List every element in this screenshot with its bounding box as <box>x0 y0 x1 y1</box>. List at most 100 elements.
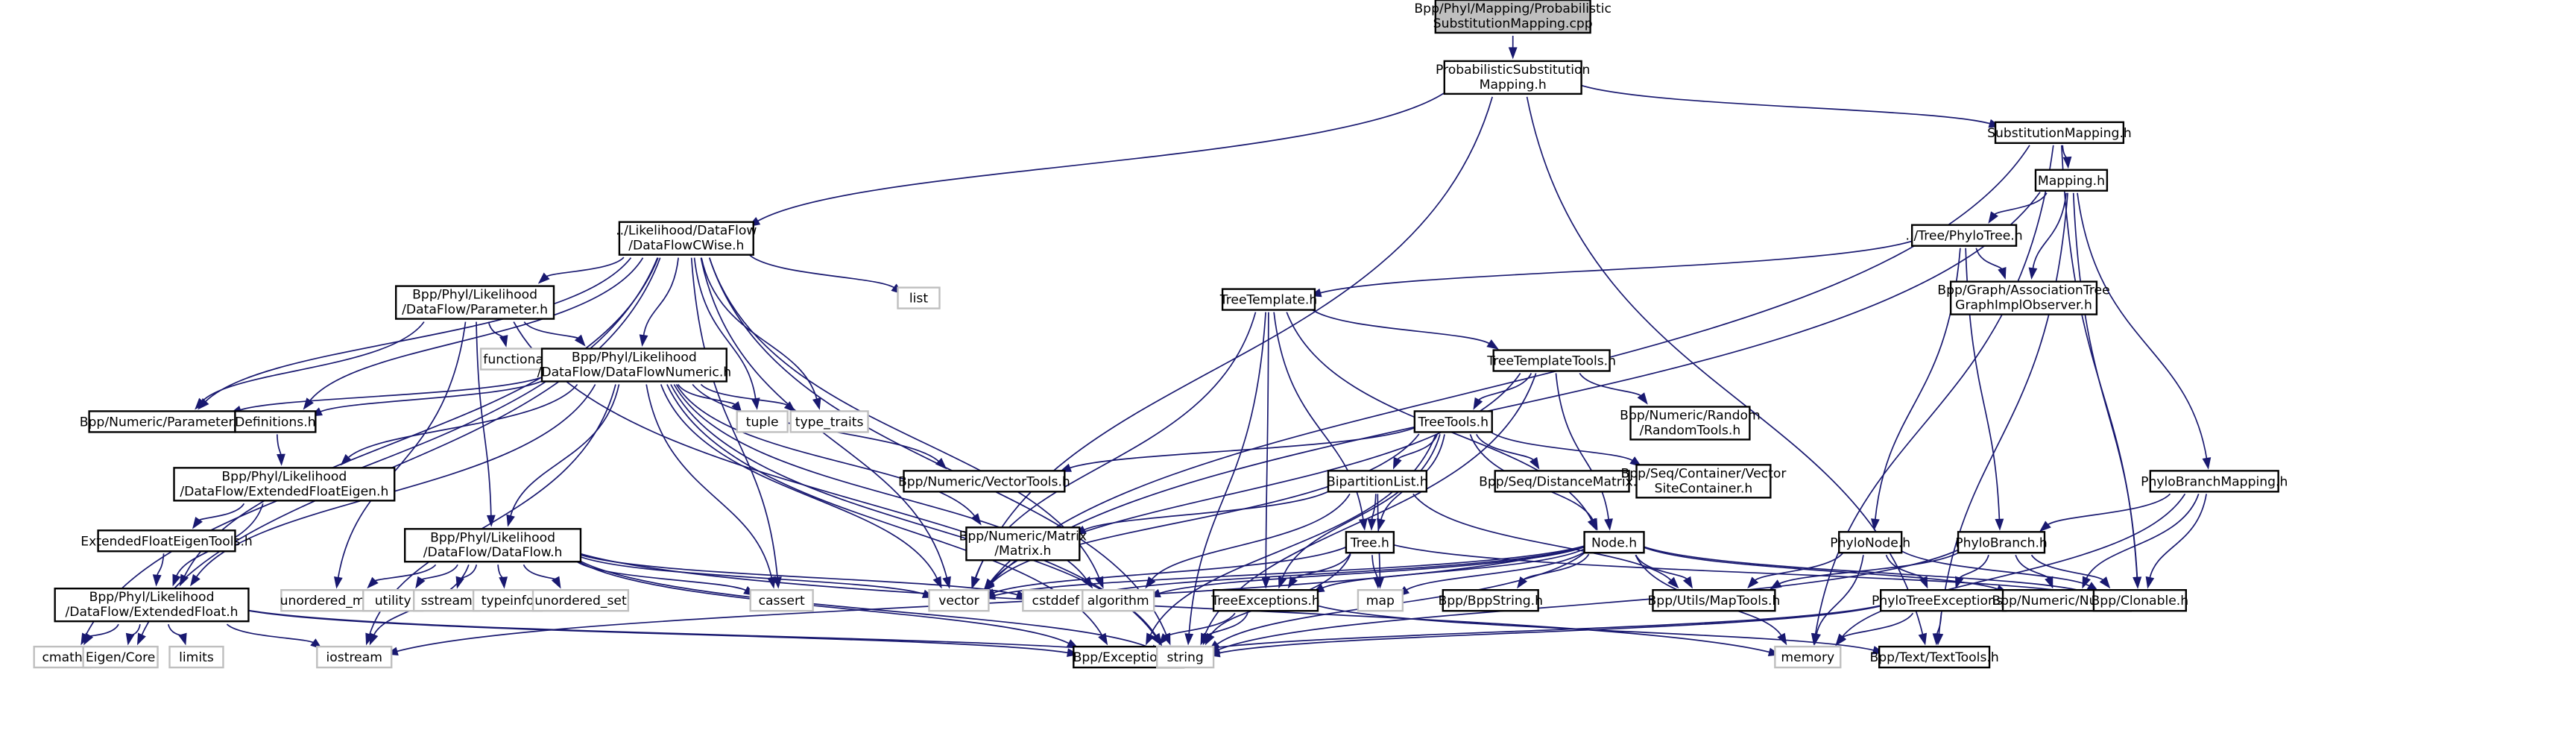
node-randomtools[interactable]: Bpp/Numeric/Random/RandomTools.h <box>1620 406 1761 441</box>
edge-dfcwise-to-vector <box>700 257 951 589</box>
node-label: vector <box>938 594 979 609</box>
node-label: TreeTemplate.h <box>1219 293 1317 308</box>
arrowhead <box>2039 521 2051 532</box>
node-algorithm: algorithm <box>1082 589 1155 612</box>
node-matrix[interactable]: Bpp/Numeric/Matrix/Matrix.h <box>959 526 1087 562</box>
node-label: string <box>1167 650 1203 665</box>
edge-bipartition-to-matrix <box>1074 488 1333 535</box>
arrowhead <box>499 576 508 589</box>
node-vectortools[interactable]: Bpp/Numeric/VectorTools.h <box>898 470 1070 493</box>
arrowhead <box>455 576 464 589</box>
node-box <box>1629 406 1751 441</box>
arrowhead <box>2145 576 2155 589</box>
edge-phylonode-to-maptools <box>1747 552 1844 589</box>
node-box <box>1022 589 1090 612</box>
node-phylotreeexc[interactable]: PhyloTreeExceptions.h <box>1872 589 2015 612</box>
node-label: TreeTemplateTools.h <box>1486 354 1616 369</box>
node-label: SubstitutionMapping.cpp <box>1433 16 1593 31</box>
node-cmath: cmath <box>33 645 92 669</box>
edge-mapping-to-clonable <box>2072 192 2142 589</box>
node-label: unordered_map <box>280 594 381 609</box>
arrowhead <box>152 574 162 587</box>
node-label: cstddef <box>1032 594 1080 609</box>
edge-treetools-to-bipartition <box>1392 434 1438 470</box>
arrowhead <box>971 576 980 589</box>
node-box <box>168 645 224 669</box>
node-phylobranch[interactable]: PhyloBranch.h <box>1955 531 2048 554</box>
arrowhead <box>125 632 135 646</box>
node-label: TreeTools.h <box>1418 415 1489 430</box>
node-box <box>1492 349 1611 372</box>
node-label: ../Tree/PhyloTree.h <box>1906 229 2023 244</box>
node-box <box>1357 589 1404 612</box>
node-box <box>82 645 159 669</box>
node-ef[interactable]: Bpp/Phyl/Likelihood/DataFlow/ExtendedFlo… <box>54 588 250 623</box>
node-param[interactable]: Bpp/Phyl/Likelihood/DataFlow/Parameter.h <box>395 285 555 320</box>
arrowhead <box>1146 632 1155 646</box>
edge-treetools-to-distmatrix <box>1476 433 1540 470</box>
node-root[interactable]: Bpp/Phyl/Mapping/ProbabilisticSubstituti… <box>1414 0 1611 34</box>
node-label: /DataFlow/DataFlow.h <box>423 545 563 560</box>
arrowhead <box>812 397 821 410</box>
node-iostream: iostream <box>316 645 393 669</box>
node-label: Bpp/Phyl/Mapping/Probabilistic <box>1414 1 1611 16</box>
edge-phylotree-to-assoc <box>1975 248 2007 280</box>
node-efeigentools[interactable]: ExtendedFloatEigenTools.h <box>80 529 253 553</box>
node-box <box>1221 288 1316 311</box>
node-box <box>33 645 92 669</box>
node-label: Bpp/Seq/Container/Vector <box>1620 466 1787 481</box>
node-box <box>479 348 551 371</box>
node-box <box>234 410 317 433</box>
node-label: Bpp/Phyl/Likelihood <box>572 350 697 365</box>
node-bppstring[interactable]: Bpp/BppString.h <box>1438 589 1543 612</box>
edge-efeigen-to-efeigentools <box>192 503 245 529</box>
node-treeexc[interactable]: TreeExceptions.h <box>1210 589 1320 612</box>
node-tree[interactable]: Tree.h <box>1345 531 1395 554</box>
node-efeigen[interactable]: Bpp/Phyl/Likelihood/DataFlow/ExtendedFlo… <box>173 467 396 502</box>
edge-dfcwise-to-typetraits <box>701 257 821 410</box>
edges-layer <box>80 35 2212 659</box>
node-sstream: sstream <box>412 589 481 612</box>
arrowhead <box>486 515 496 527</box>
edge-param-to-functional <box>487 321 508 348</box>
node-maptools[interactable]: Bpp/Utils/MapTools.h <box>1648 589 1781 612</box>
node-pbm[interactable]: PhyloBranchMapping.h <box>2141 470 2288 493</box>
node-label: map <box>1366 594 1395 609</box>
node-box <box>472 589 543 612</box>
arrowhead <box>1919 576 1928 589</box>
node-bipartition[interactable]: BipartitionList.h <box>1327 470 1428 493</box>
node-dfcwise[interactable]: ../Likelihood/DataFlow/DataFlowCWise.h <box>616 221 757 256</box>
node-label: sstream <box>421 594 473 609</box>
node-sm[interactable]: SubstitutionMapping.h <box>1987 121 2132 145</box>
node-distmatrix[interactable]: Bpp/Seq/DistanceMatrix.h <box>1479 470 1645 493</box>
arrowhead <box>190 573 201 587</box>
node-numparam[interactable]: Bpp/Numeric/Parameter.h <box>80 410 245 433</box>
edge-pbm-to-phylobranch <box>2039 493 2171 532</box>
arrowhead <box>1637 392 1648 405</box>
node-dataflow[interactable]: Bpp/Phyl/Likelihood/DataFlow/DataFlow.h <box>403 528 582 563</box>
node-label: Bpp/Numeric/VectorTools.h <box>898 474 1070 489</box>
arrowhead <box>1508 47 1518 60</box>
node-treetemplate[interactable]: TreeTemplate.h <box>1219 288 1317 311</box>
edge-treetemplatetools-to-treetools <box>1473 373 1532 410</box>
node-defs[interactable]: Definitions.h <box>234 410 317 433</box>
node-dfnum[interactable]: Bpp/Phyl/Likelihood/DataFlow/DataFlowNum… <box>537 348 732 383</box>
node-mapping[interactable]: Mapping.h <box>2034 169 2109 192</box>
node-label: functional <box>483 353 546 368</box>
node-label: typeinfo <box>482 594 534 609</box>
node-phylotree[interactable]: ../Tree/PhyloTree.h <box>1906 224 2023 247</box>
node-node[interactable]: Node.h <box>1583 531 1645 554</box>
node-clonable[interactable]: Bpp/Clonable.h <box>2092 589 2189 612</box>
node-unordered_set: unordered_set <box>531 589 630 612</box>
edge-treetemplate-to-treetemplatetools <box>1310 307 1499 350</box>
node-texttools[interactable]: Bpp/Text/TextTools.h <box>1870 645 1999 669</box>
node-treetemplatetools[interactable]: TreeTemplateTools.h <box>1486 349 1616 372</box>
node-treetools[interactable]: TreeTools.h <box>1413 410 1493 433</box>
arrowhead <box>1530 456 1540 470</box>
node-box <box>1949 280 2098 315</box>
node-map: map <box>1357 589 1404 612</box>
node-phylonode[interactable]: PhyloNode.h <box>1830 531 1910 554</box>
node-assoc[interactable]: Bpp/Graph/AssociationTreeGraphImplObserv… <box>1937 280 2110 315</box>
